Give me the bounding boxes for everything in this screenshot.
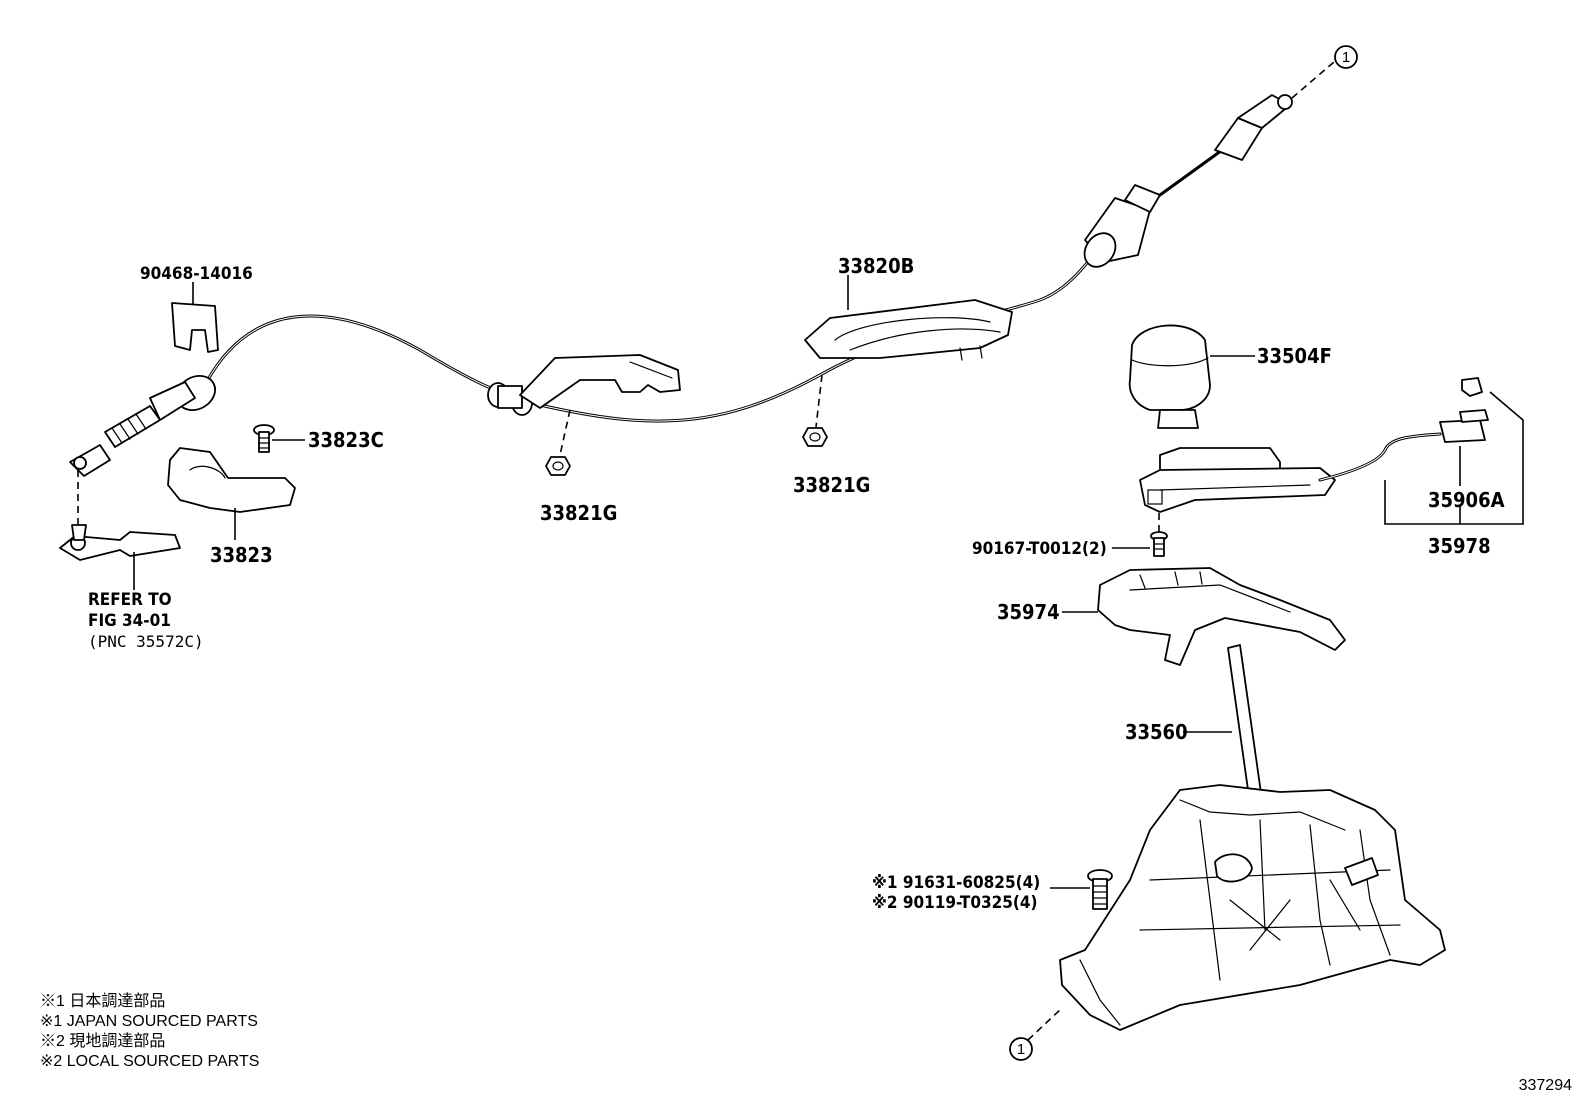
label-33820B: 33820B [838,254,914,278]
label-33823C: 33823C [308,428,384,452]
cable-grommet [487,382,533,416]
refer-to-note: REFER TO FIG 34-01 (PNC 35572C) [88,590,204,651]
nut-33821G-b [802,427,828,447]
refer-line-3: (PNC 35572C) [88,632,204,651]
group-bracket-35978 [1384,391,1524,525]
label-90167-T0012: 90167-T0012(2) [972,539,1107,559]
label-33821G-b: 33821G [793,473,870,497]
label-35974: 35974 [997,600,1060,624]
shift-knob-33504F [1128,324,1211,429]
refer-line-1: REFER TO [88,590,172,610]
label-33504F: 33504F [1257,344,1332,368]
label-90468-14016: 90468-14016 [140,264,253,284]
cable-end-right [1083,94,1293,268]
refer-line-2: FIG 34-01 [88,611,171,631]
bolt-91631-90119 [1087,869,1113,910]
indicator-plate-35974 [1097,567,1346,666]
indicator-housing [1139,447,1336,513]
footnote-1: ※1 日本調達部品 [40,992,165,1010]
cable-bracket-center [519,354,681,409]
footnote-3: ※2 現地調達部品 [40,1032,165,1050]
nut-33821G-a [545,456,571,476]
footnote-2: ※1 JAPAN SOURCED PARTS [40,1013,258,1030]
screw-90167 [1150,531,1168,557]
connector-mark-bottom-number: 1 [1017,1041,1025,1058]
lever-link-35572C [59,524,181,561]
label-90119-T0325: ※2 90119-T0325(4) [872,893,1038,913]
leader-lines [77,61,1335,1041]
connector-mark-top: 1 [1334,45,1358,69]
part-labels: 90468-14016 33823C 33823 33821G 33821G 3… [140,254,1505,913]
cable-end-left [69,375,216,477]
bolt-33823C [253,424,275,453]
label-35906A: 35906A [1428,488,1505,512]
label-33823: 33823 [210,543,273,567]
figure-number: 337294 [1519,1077,1572,1094]
footnote-4: ※2 LOCAL SOURCED PARTS [40,1053,259,1070]
shift-lever-housing-33560 [1059,644,1446,1031]
shift-cable-assembly [69,94,1293,477]
label-91631-60825: ※1 91631-60825(4) [872,873,1040,893]
bracket-33823 [167,447,296,513]
retainer-bracket-33820B [804,299,1013,361]
label-33821G-a: 33821G [540,501,617,525]
label-35978: 35978 [1428,534,1491,558]
connector-mark-top-number: 1 [1342,49,1350,66]
label-33560: 33560 [1125,720,1188,744]
footnotes: ※1 日本調達部品 ※1 JAPAN SOURCED PARTS ※2 現地調達… [40,992,259,1070]
clip-90468-14016 [171,302,219,353]
connector-mark-bottom: 1 [1009,1037,1033,1061]
connector-35906A [1318,377,1489,482]
